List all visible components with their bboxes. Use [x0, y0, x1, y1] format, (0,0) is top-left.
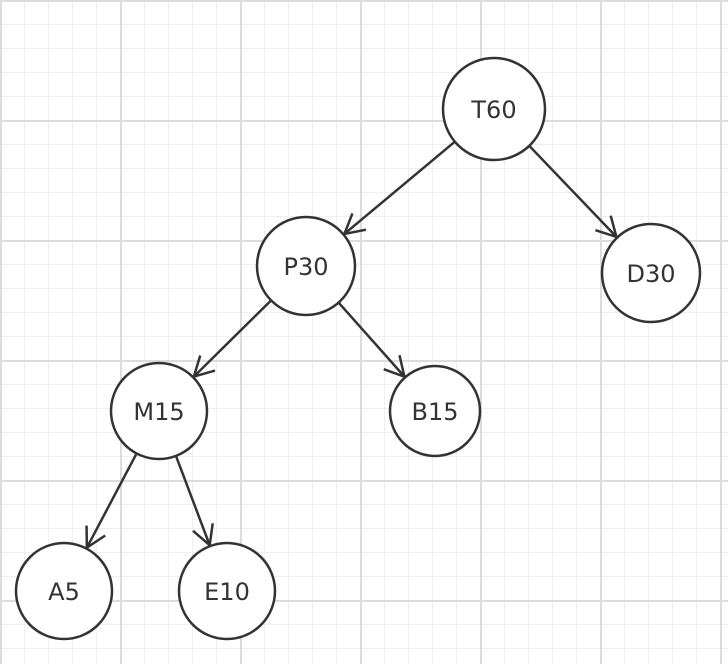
node-a5: A5	[14, 541, 114, 641]
node-label: T60	[470, 96, 516, 124]
edge-line	[85, 453, 138, 549]
node-label: E10	[204, 578, 250, 606]
edge-m15-a5	[85, 453, 138, 550]
node-label: M15	[133, 398, 184, 426]
edge-t60-p30	[342, 141, 455, 236]
node-m15: M15	[109, 361, 209, 461]
edge-m15-e10	[175, 456, 214, 548]
node-label: A5	[48, 578, 80, 606]
node-d30: D30	[600, 222, 702, 324]
node-circle	[177, 541, 277, 641]
edge-line	[529, 145, 618, 238]
node-circle	[388, 364, 482, 458]
edges-layer	[85, 141, 619, 550]
edge-p30-m15	[192, 300, 272, 379]
node-label: B15	[411, 398, 458, 426]
edge-line	[193, 300, 272, 378]
edge-p30-b15	[338, 302, 407, 379]
node-e10: E10	[177, 541, 277, 641]
node-circle	[14, 541, 114, 641]
node-label: D30	[626, 260, 675, 288]
node-circle	[600, 222, 702, 324]
edge-line	[343, 141, 455, 235]
edge-line	[175, 456, 211, 546]
node-circle	[441, 56, 547, 162]
node-label: P30	[283, 253, 328, 281]
node-p30: P30	[255, 215, 357, 317]
node-t60: T60	[441, 56, 547, 162]
edge-t60-d30	[529, 145, 619, 239]
edge-line	[338, 302, 406, 378]
node-circle	[109, 361, 209, 461]
node-circle	[255, 215, 357, 317]
node-b15: B15	[388, 364, 482, 458]
